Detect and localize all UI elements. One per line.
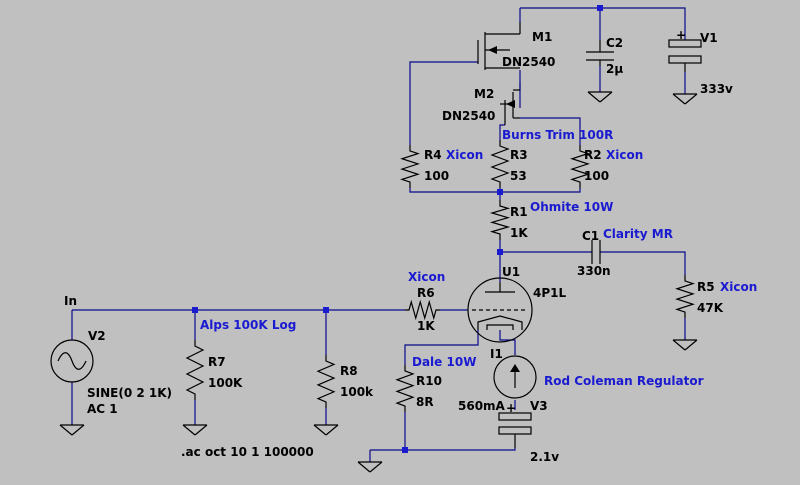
v3-ref: V3	[530, 399, 548, 413]
resistor-icon[interactable]	[316, 355, 336, 408]
r10-note: Dale 10W	[412, 355, 476, 369]
u1-value: 4P1L	[533, 286, 566, 300]
triode-icon[interactable]	[467, 277, 533, 343]
resistor-icon[interactable]	[490, 140, 510, 188]
capacitor-icon[interactable]	[586, 40, 614, 66]
resistor-icon[interactable]	[570, 145, 590, 188]
c1-value: 330n	[577, 264, 611, 278]
sine-source-icon[interactable]	[50, 339, 94, 383]
net-label-in: In	[64, 294, 77, 308]
r1-ref: R1	[510, 205, 528, 219]
r5-value: 47K	[697, 301, 724, 315]
nmos-icon[interactable]	[500, 89, 520, 125]
r1-note: Ohmite 10W	[530, 200, 613, 214]
i1-note: Rod Coleman Regulator	[544, 374, 704, 388]
v1-ref: V1	[700, 31, 718, 45]
resistor-icon[interactable]	[405, 299, 440, 321]
r5-ref: R5	[697, 280, 715, 294]
m2-value: DN2540	[442, 109, 495, 123]
ground-icon	[59, 424, 85, 436]
r6-ref: R6	[417, 286, 435, 300]
svg-text:+: +	[676, 28, 686, 42]
spice-directive: .ac oct 10 1 100000	[181, 445, 314, 459]
battery-icon[interactable]: +	[668, 28, 702, 72]
r7-ref: R7	[208, 355, 226, 369]
v3-value: 2.1v	[530, 450, 559, 464]
resistors	[185, 140, 695, 412]
m2-ref: M2	[474, 87, 494, 101]
ground-icon	[672, 339, 698, 351]
r4-value: 100	[424, 169, 449, 183]
nmos-icon[interactable]	[477, 22, 521, 70]
c2-ref: C2	[606, 36, 623, 50]
ground-icon	[357, 461, 383, 473]
ground-icon	[587, 91, 613, 103]
resistor-icon[interactable]	[185, 340, 205, 400]
r8-value: 100k	[340, 385, 374, 399]
ground-icon	[672, 93, 698, 105]
junction-dots	[192, 5, 603, 453]
m1-value: DN2540	[502, 55, 555, 69]
v1-value: 333v	[700, 82, 733, 96]
c1-note: Clarity MR	[603, 227, 673, 241]
r8-ref: R8	[340, 364, 358, 378]
r10-ref: R10	[416, 374, 442, 388]
r6-note: Xicon	[408, 270, 445, 284]
r10-value: 8R	[416, 395, 434, 409]
r4-note: Xicon	[446, 148, 483, 162]
r1-value: 1K	[510, 226, 528, 240]
resistor-icon[interactable]	[395, 365, 415, 412]
resistor-icon[interactable]	[400, 145, 420, 188]
svg-text:+: +	[506, 401, 516, 415]
r2-ref: R2	[584, 148, 602, 162]
capacitor-icon[interactable]	[591, 240, 601, 264]
i1-value: 560mA	[458, 399, 506, 413]
resistor-icon[interactable]	[489, 200, 511, 240]
c2-value: 2µ	[606, 62, 623, 76]
wires	[71, 7, 686, 462]
resistor-icon[interactable]	[675, 275, 695, 318]
r4-ref: R4	[424, 148, 442, 162]
r2-note: Xicon	[606, 148, 643, 162]
v2-ref: V2	[88, 329, 106, 343]
i1-ref: I1	[490, 347, 503, 361]
m1-ref: M1	[532, 30, 552, 44]
u1-ref: U1	[502, 265, 520, 279]
r2-value: 100	[584, 169, 609, 183]
r3-ref: R3	[510, 148, 528, 162]
r3-note: Burns Trim 100R	[502, 128, 613, 142]
battery-icon[interactable]: +	[498, 401, 532, 448]
v2-value: SINE(0 2 1K)	[87, 386, 172, 400]
c1-ref: C1	[582, 229, 599, 243]
r7-note: Alps 100K Log	[200, 318, 296, 332]
r3-value: 53	[510, 169, 527, 183]
ground-icon	[182, 424, 208, 436]
ground-icon	[313, 424, 339, 436]
r6-value: 1K	[417, 319, 435, 333]
current-source-icon[interactable]	[493, 355, 537, 399]
r7-value: 100K	[208, 376, 243, 390]
v2-ac: AC 1	[87, 402, 118, 416]
r5-note: Xicon	[720, 280, 757, 294]
